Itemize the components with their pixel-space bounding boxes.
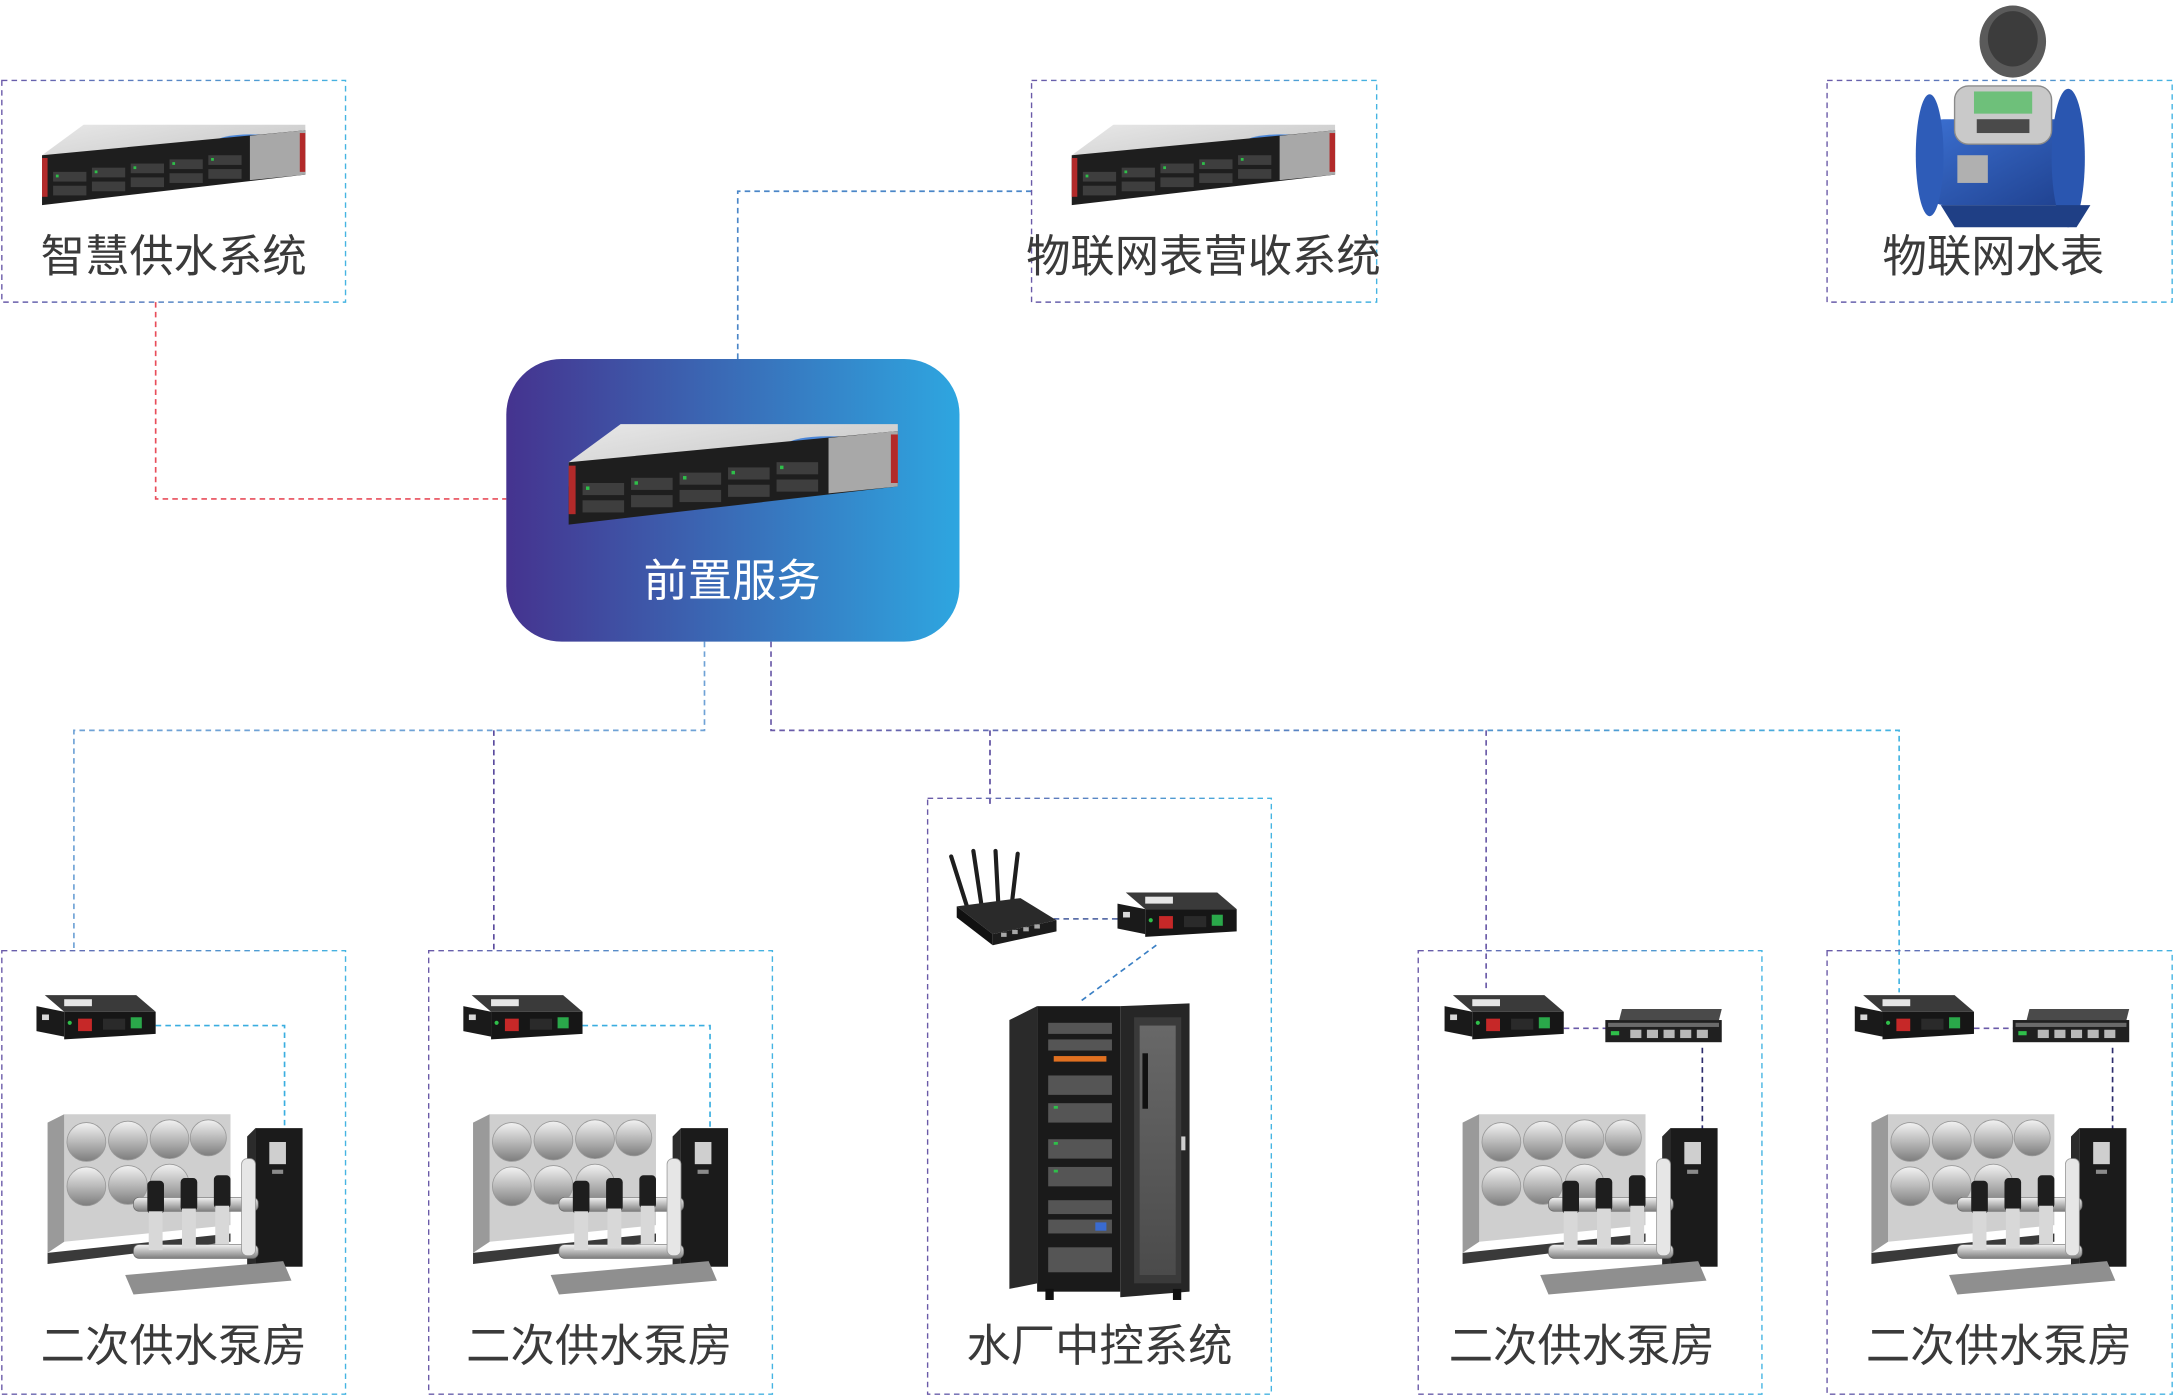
pump4-dtu-icon — [1854, 995, 1974, 1040]
pump1-dtu-icon — [36, 995, 156, 1040]
box-plant — [926, 797, 1273, 1395]
iot-billing-label: 物联网表营收系统 — [1026, 232, 1381, 283]
iot-meter-label: 物联网水表 — [1883, 232, 2105, 283]
plant-dtu-icon — [1117, 892, 1237, 937]
pump4-switch-icon — [2012, 1008, 2130, 1043]
pump3-label: 二次供水泵房 — [1449, 1321, 1715, 1372]
link-plant-dtu-cabinet — [1080, 944, 1157, 1002]
smart-water-label: 智慧供水系统 — [41, 232, 307, 283]
pump3-dtu-icon — [1444, 995, 1564, 1040]
link-front-billing — [736, 190, 1032, 359]
pump4-station-icon — [1870, 1113, 2128, 1296]
box-iot-billing — [1030, 79, 1378, 303]
pump2-label: 二次供水泵房 — [466, 1321, 732, 1372]
connection-lines — [73, 190, 2114, 1131]
link-front-left-bus — [73, 641, 706, 951]
box-smart-water — [1, 79, 347, 303]
box-pump1 — [1, 950, 347, 1395]
server-cabinet-icon — [1009, 1003, 1190, 1300]
box-iot-meter — [1826, 79, 2173, 303]
link-front-right-bus — [770, 641, 1900, 993]
smart-water-server-icon — [42, 124, 306, 206]
front-service-label: 前置服务 — [644, 556, 821, 607]
pump4-label: 二次供水泵房 — [1866, 1321, 2132, 1372]
link-smart-water-front — [154, 302, 507, 500]
box-pump4 — [1826, 950, 2173, 1395]
pump1-station-icon — [46, 1113, 304, 1296]
plant-label: 水厂中控系统 — [966, 1321, 1232, 1372]
link-pump2-internal — [582, 1024, 711, 1131]
pump2-dtu-icon — [463, 995, 583, 1040]
link-pump1-internal — [155, 1024, 286, 1131]
pump1-label: 二次供水泵房 — [41, 1321, 307, 1372]
pump3-switch-icon — [1605, 1008, 1722, 1043]
pump3-station-icon — [1461, 1113, 1719, 1296]
billing-server-icon — [1071, 124, 1336, 206]
iot-water-meter-icon — [1915, 5, 2091, 228]
router-icon — [949, 848, 1057, 946]
box-pump3 — [1417, 950, 1763, 1395]
pump2-station-icon — [472, 1113, 729, 1296]
box-pump2 — [427, 950, 774, 1395]
